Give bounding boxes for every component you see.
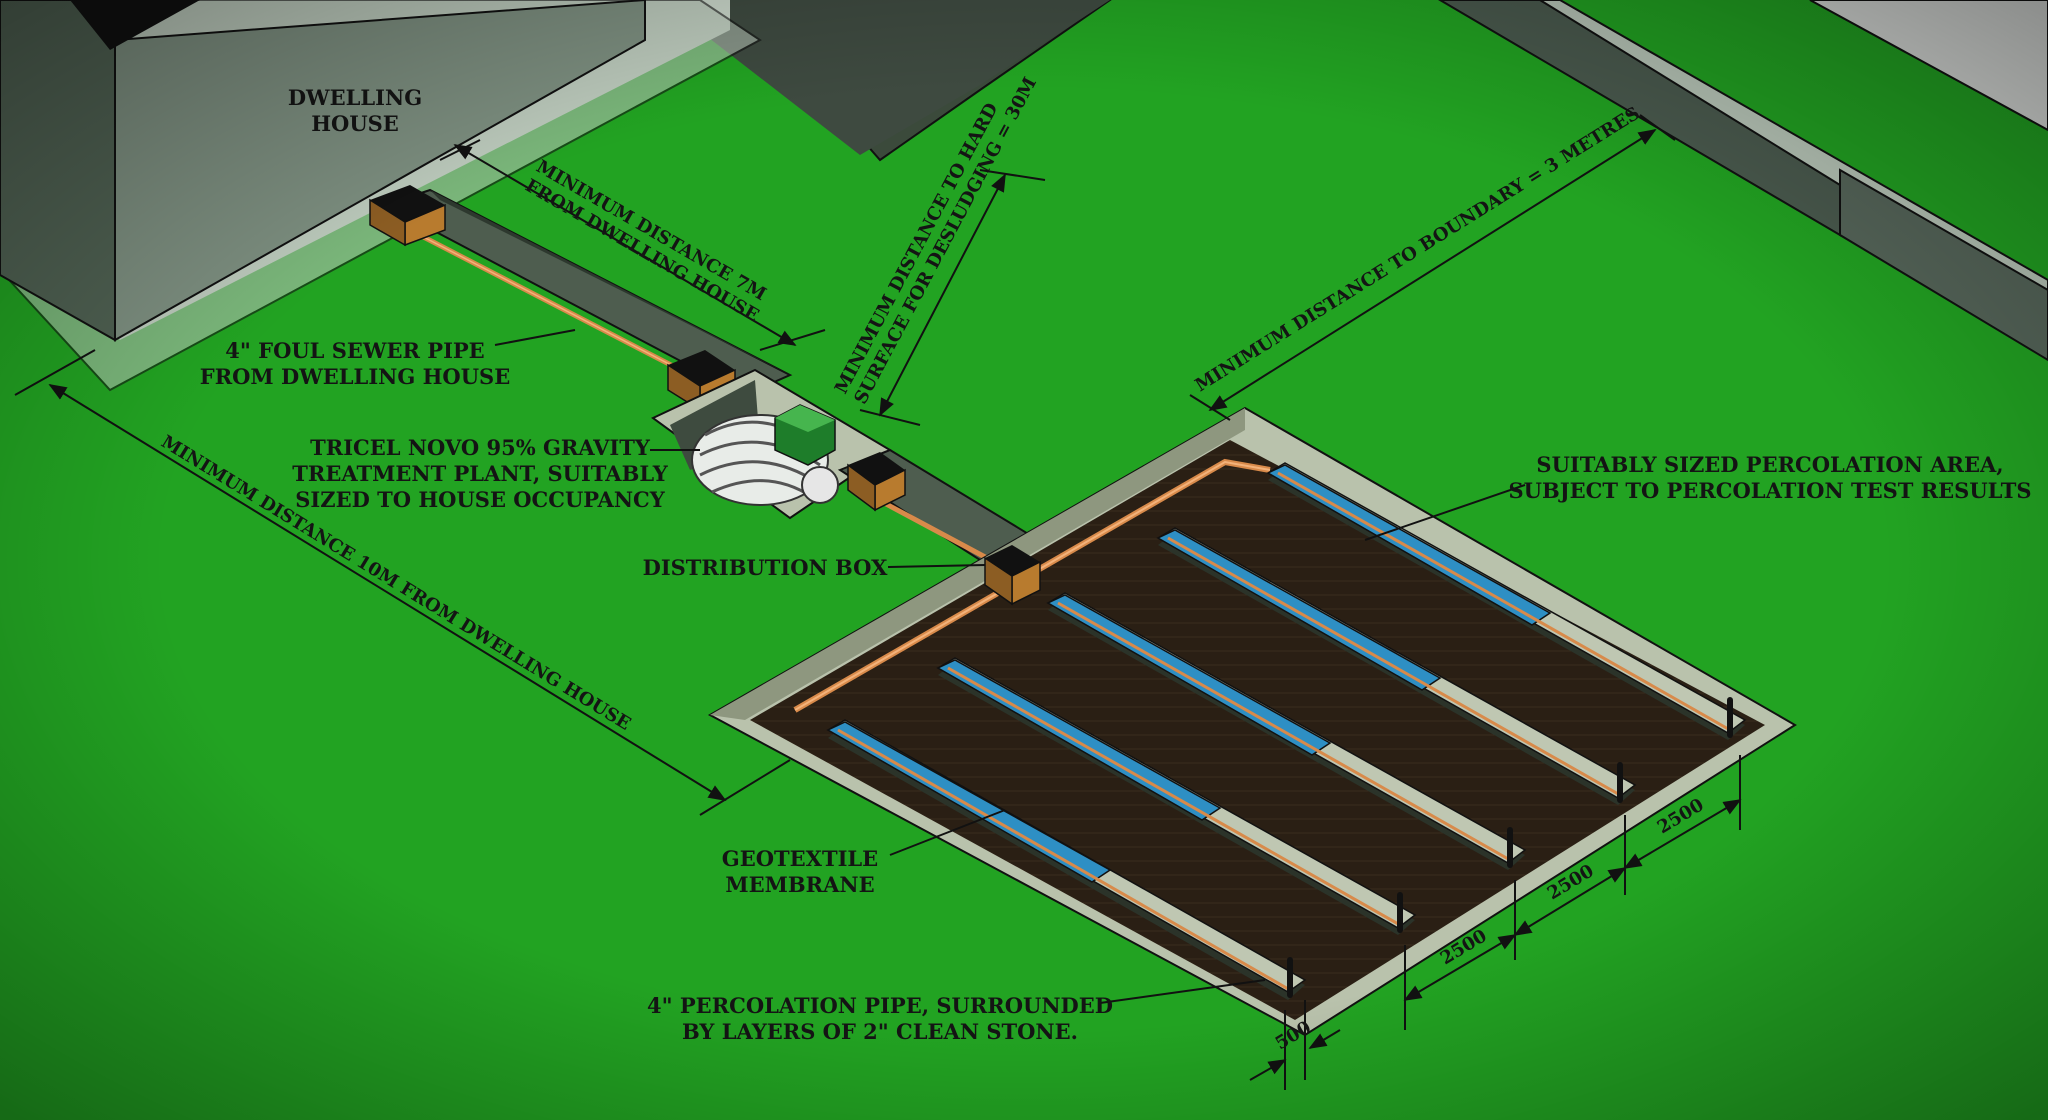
label-distribution-box: DISTRIBUTION BOX xyxy=(643,555,888,580)
plant-label-line-3: SIZED TO HOUSE OCCUPANCY xyxy=(295,487,666,512)
percolation-area-label-line-2: SUBJECT TO PERCOLATION TEST RESULTS xyxy=(1509,478,2032,503)
plant-label-line-1: TRICEL NOVO 95% GRAVITY xyxy=(310,435,651,460)
geotextile-label-line-1: GEOTEXTILE xyxy=(722,846,878,871)
dwelling-label-line-2: HOUSE xyxy=(311,111,399,136)
sewer-pipe-label-line-1: 4" FOUL SEWER PIPE xyxy=(225,338,484,363)
label-geotextile: GEOTEXTILE MEMBRANE xyxy=(722,846,878,897)
label-treatment-plant: TRICEL NOVO 95% GRAVITY TREATMENT PLANT,… xyxy=(292,435,668,512)
label-percolation-area: SUITABLY SIZED PERCOLATION AREA, SUBJECT… xyxy=(1509,452,2032,503)
geotextile-label-line-2: MEMBRANE xyxy=(725,872,874,897)
label-sewer-pipe: 4" FOUL SEWER PIPE FROM DWELLING HOUSE xyxy=(200,338,510,389)
plant-label-line-2: TREATMENT PLANT, SUITABLY xyxy=(292,461,668,486)
perc-pipe-label-line-1: 4" PERCOLATION PIPE, SURROUNDED xyxy=(647,993,1113,1018)
percolation-area-label-line-1: SUITABLY SIZED PERCOLATION AREA, xyxy=(1536,452,2003,477)
label-perc-pipe: 4" PERCOLATION PIPE, SURROUNDED BY LAYER… xyxy=(647,993,1113,1044)
perc-pipe-label-line-2: BY LAYERS OF 2" CLEAN STONE. xyxy=(682,1019,1078,1044)
sewer-pipe-label-line-2: FROM DWELLING HOUSE xyxy=(200,364,510,389)
dwelling-label-line-1: DWELLING xyxy=(288,85,422,110)
